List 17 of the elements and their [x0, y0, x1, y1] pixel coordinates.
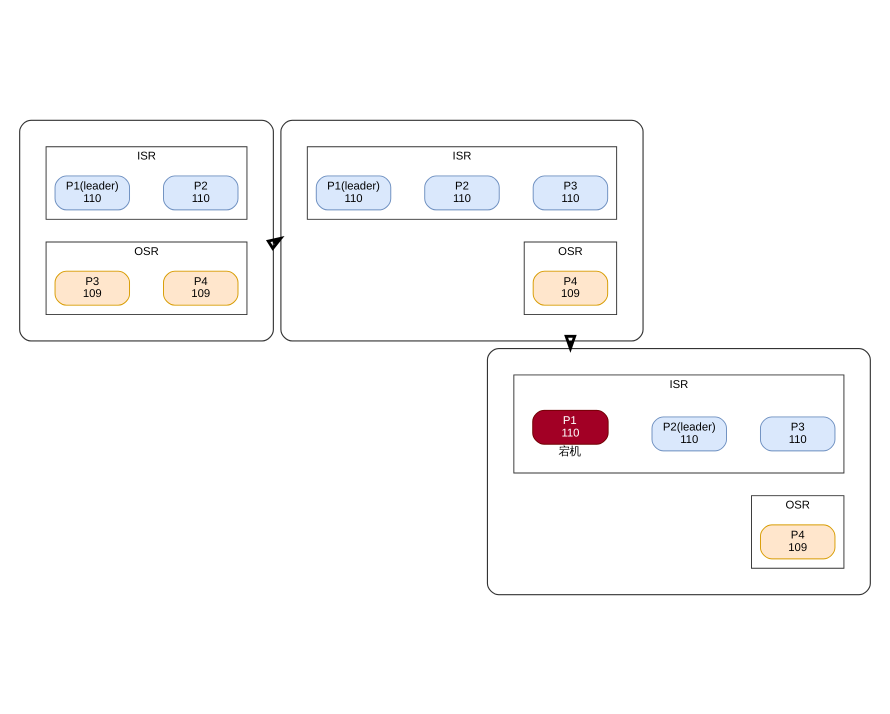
node-box: P4 109 [163, 270, 238, 306]
arrow [564, 334, 577, 352]
node-label: 宕机 [558, 446, 581, 458]
node-box: P2 110 [424, 174, 500, 210]
node-box: P3 109 [54, 270, 130, 306]
node-box: P1(leader) 110 [316, 174, 392, 210]
node-box: P4 109 [532, 270, 608, 306]
cluster [19, 119, 274, 342]
node-box: P2(leader) 110 [652, 416, 727, 451]
node-box: P1(leader) 110 [54, 174, 130, 210]
cluster [486, 347, 871, 595]
node-box: P2 110 [163, 174, 238, 210]
node-box: P3 110 [760, 416, 836, 451]
cluster [280, 119, 644, 342]
arrow [266, 235, 285, 250]
node-box: P4 109 [760, 524, 836, 559]
node-box: P3 110 [532, 174, 608, 210]
